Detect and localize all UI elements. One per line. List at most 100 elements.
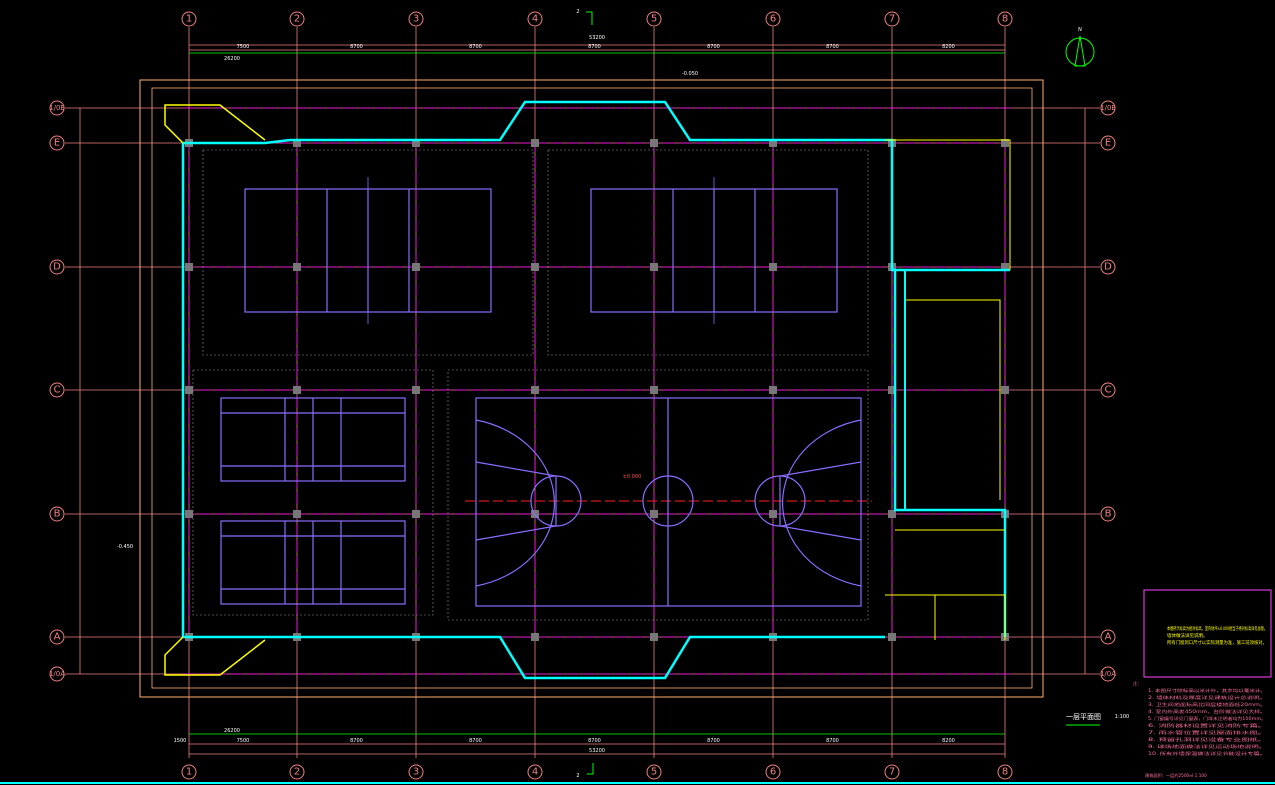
column (412, 263, 420, 271)
level-mark: ±0.000 (623, 474, 642, 480)
zone-basketball (447, 369, 869, 621)
level-mark: -0.050 (682, 71, 698, 77)
column (412, 139, 420, 147)
axis-bubble (49, 100, 65, 116)
axis-bubble (1100, 100, 1116, 116)
axis-bubble (1100, 382, 1116, 398)
axis-label-B: B (54, 509, 61, 520)
zone-badminton (192, 369, 434, 616)
axis-label-6: 6 (770, 14, 776, 25)
section-label: 2 (576, 773, 579, 779)
section-mark-top: 2 (576, 9, 593, 25)
axis-label-5: 5 (651, 767, 657, 778)
column (185, 386, 193, 394)
axis-label-1/0E: 1/0E (49, 104, 65, 112)
axis-label-2: 2 (294, 767, 300, 778)
section-label: 2 (576, 9, 579, 15)
axis-label-8: 8 (1002, 767, 1008, 778)
segment-dimension: 8700 (469, 738, 482, 744)
north-label: N (1078, 27, 1082, 33)
axis-label-1: 1 (186, 14, 192, 25)
axis-bubble (289, 11, 305, 27)
segment-dimension: 8200 (942, 44, 955, 50)
column (650, 633, 658, 641)
axis-bubble (884, 11, 900, 27)
note-item: 9. 球场地面做法详见运动场地说明。 (1148, 743, 1266, 750)
key-east (779, 461, 862, 541)
segment-dimension: 8700 (707, 44, 720, 50)
axis-bubble (49, 506, 65, 522)
east-rooms (885, 139, 1011, 640)
column (769, 510, 777, 518)
column (650, 510, 658, 518)
note-item: 8. 预留孔洞详见设备专业图纸。 (1148, 736, 1266, 743)
segment-dimension: 8700 (469, 44, 482, 50)
axis-bubble (646, 764, 662, 780)
axis-bubble (1100, 629, 1116, 645)
note-item: 4. 室内外高差450mm，台阶做法详见大样。 (1148, 708, 1266, 715)
axis-label-D: D (53, 262, 61, 273)
column (769, 263, 777, 271)
axis-label-E: E (1105, 138, 1111, 149)
axis-label-1/0A: 1/0A (49, 670, 65, 678)
axis-bubble (884, 764, 900, 780)
axis-label-7: 7 (889, 767, 895, 778)
axis-label-A: A (1105, 632, 1112, 643)
note-item: 7. 雨水管位置详见屋面排水图。 (1148, 729, 1266, 736)
note-line: 所有门窗洞口尺寸以实际测量为准，施工前须核对。 (1167, 639, 1267, 646)
axis-label-1/0A: 1/0A (1100, 670, 1116, 678)
inner-boundary (151, 87, 1033, 689)
notes-footer: 建筑面积：一层约2500㎡ 1:100 (1145, 772, 1207, 779)
axis-label-3: 3 (413, 14, 419, 25)
segment-dimension: 8700 (826, 44, 839, 50)
exterior-wall (181, 100, 1010, 680)
axis-label-4: 4 (532, 767, 538, 778)
axis-bubble (1100, 259, 1116, 275)
column (412, 510, 420, 518)
axis-label-3: 3 (413, 767, 419, 778)
three-point-arc-west (475, 419, 555, 587)
note-item: 1. 本图尺寸除标高以米计外，其余均以毫米计。 (1148, 687, 1266, 694)
half-dimension: 26200 (224, 728, 240, 734)
segment-dimension: 8200 (942, 738, 955, 744)
column (650, 386, 658, 394)
column (293, 386, 301, 394)
note-item: 5. 门窗编号详见门窗表，门垛未注明者均为100mm。 (1148, 715, 1266, 722)
general-notes: 注：1. 本图尺寸除标高以米计外，其余均以毫米计。2. 墙体材料及厚度详见建筑设… (1133, 680, 1266, 779)
column (1001, 263, 1009, 271)
axis-bubble (997, 11, 1013, 27)
column (531, 139, 539, 147)
axis-bubble (49, 629, 65, 645)
axis-label-7: 7 (889, 14, 895, 25)
key-west (475, 461, 557, 541)
section-mark-bottom: 2 (576, 763, 594, 779)
segment-dimension: 8700 (588, 44, 601, 50)
axis-label-C: C (1105, 385, 1112, 396)
axis-label-8: 8 (1002, 14, 1008, 25)
axis-bubble (49, 382, 65, 398)
column (1001, 386, 1009, 394)
axis-label-C: C (54, 385, 61, 396)
axis-bubble (527, 764, 543, 780)
half-dimension: 26200 (224, 56, 240, 62)
zone-volleyball-east (547, 149, 869, 356)
column (650, 139, 658, 147)
column (769, 139, 777, 147)
sports-courts (220, 177, 862, 607)
column (293, 263, 301, 271)
segment-dimension: 8700 (707, 738, 720, 744)
north-arrow-icon: N (1065, 27, 1095, 67)
notes-box: 本图所示标高为相对标高，室内地坪±0.000相当于绝对标高详见总图。 墙体做法详… (1143, 589, 1272, 678)
column (888, 633, 896, 641)
column (531, 386, 539, 394)
segment-dimension: 8700 (826, 738, 839, 744)
axis-bubble (997, 764, 1013, 780)
zone-volleyball-west (202, 149, 534, 356)
axis-label-A: A (54, 632, 61, 643)
axis-bubble (181, 11, 197, 27)
segment-dimension: 8700 (350, 44, 363, 50)
axis-bubble (49, 135, 65, 151)
axis-bubble (289, 764, 305, 780)
segment-dimension: 7500 (237, 738, 250, 744)
